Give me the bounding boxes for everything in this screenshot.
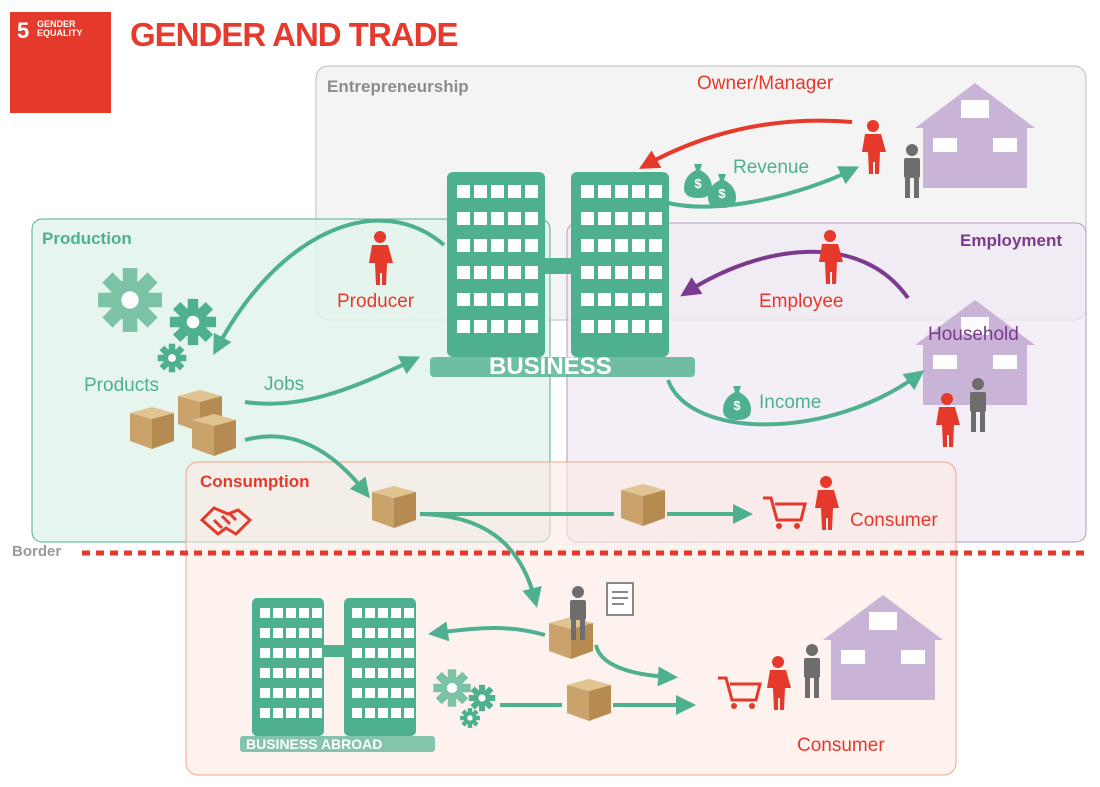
producer-label: Producer	[337, 291, 415, 312]
customs-document-icon	[606, 582, 634, 616]
export-arrow	[419, 512, 542, 608]
page-title: GENDER AND TRADE	[130, 16, 458, 53]
sdg-badge-number: 5	[17, 18, 30, 43]
business-building	[430, 172, 695, 377]
income-arrow	[666, 370, 925, 427]
crate-consumption-icon	[372, 486, 416, 528]
employee-label: Employee	[759, 291, 844, 312]
sdg-badge-text-line1: GENDER	[37, 19, 76, 29]
consumption-label: Consumption	[200, 472, 310, 491]
employee-arrow	[680, 249, 910, 300]
owner-manager-arrow	[639, 118, 853, 169]
crate-abroad-icon	[567, 679, 611, 721]
border-label: Border	[12, 543, 62, 560]
entrepreneurship-label: Entrepreneurship	[327, 77, 469, 96]
jobs-label: Jobs	[264, 374, 305, 395]
producer-to-products-arrow	[213, 218, 446, 356]
products-label: Products	[84, 375, 159, 396]
customs-to-business-abroad-arrow	[428, 621, 546, 642]
production-label: Production	[42, 229, 132, 248]
business-label: BUSINESS	[489, 353, 612, 380]
business-abroad-building	[240, 598, 435, 752]
sdg-badge-text-line2: EQUALITY	[37, 28, 83, 38]
employment-label: Employment	[960, 231, 1063, 250]
consumer-abroad-label: Consumer	[797, 735, 885, 756]
sdg-badge: 5 GENDER EQUALITY	[10, 12, 111, 113]
owner-manager-label: Owner/Manager	[697, 73, 834, 94]
sdg-badge-text: GENDER EQUALITY	[37, 20, 97, 38]
household-label: Household	[928, 324, 1019, 345]
products-to-consumption-arrow	[244, 434, 370, 499]
revenue-arrow	[667, 166, 860, 209]
business-abroad-label: BUSINESS ABROAD	[246, 736, 383, 752]
consumer-domestic-label: Consumer	[850, 510, 938, 531]
customs-to-consumer-arrow	[594, 644, 678, 687]
handshake-icon	[199, 506, 253, 536]
crate-domestic-icon	[621, 484, 665, 526]
revenue-label: Revenue	[733, 157, 810, 178]
jobs-arrow	[244, 356, 421, 406]
income-label: Income	[759, 392, 822, 413]
